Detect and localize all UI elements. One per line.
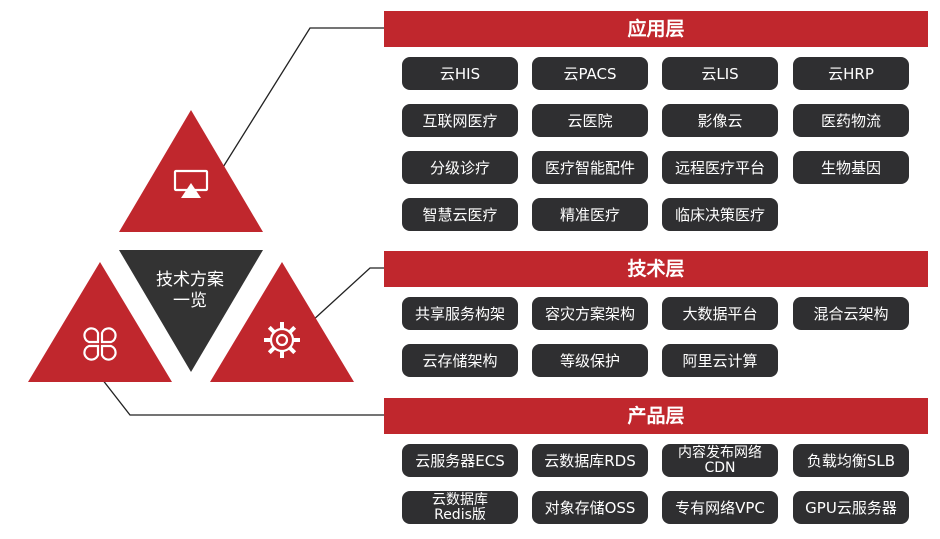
application-layer-item[interactable]: 智慧云医疗 [402,198,518,231]
technology-layer-item[interactable]: 阿里云计算 [662,344,778,377]
gear-icon [264,322,300,358]
technology-layer-header: 技术层 [384,251,928,287]
product-layer-header: 产品层 [384,398,928,434]
connector-tech-layer [298,267,384,334]
product-layer-item[interactable]: 专有网络VPC [662,491,778,524]
center-title-line1: 技术方案 [156,270,224,290]
technology-layer-item[interactable]: 等级保护 [532,344,648,377]
application-layer-item[interactable]: 分级诊疗 [402,151,518,184]
application-layer-item[interactable]: 云医院 [532,104,648,137]
application-layer-item[interactable]: 远程医疗平台 [662,151,778,184]
application-layer-item[interactable]: 云HRP [793,57,909,90]
product-layer-item[interactable]: 云服务器ECS [402,444,518,477]
center-title: 技术方案 一览 [130,270,250,312]
technology-layer-item[interactable]: 共享服务构架 [402,297,518,330]
center-title-line2: 一览 [173,291,207,311]
application-layer-header: 应用层 [384,11,928,47]
application-layer-item[interactable]: 医疗智能配件 [532,151,648,184]
application-layer-item[interactable]: 云HIS [402,57,518,90]
application-layer-item[interactable]: 云PACS [532,57,648,90]
application-layer-item[interactable]: 医药物流 [793,104,909,137]
connector-product-layer [93,368,384,416]
application-layer-item[interactable]: 临床决策医疗 [662,198,778,231]
product-layer-item[interactable]: 云数据库 Redis版 [402,491,518,524]
product-layer-item[interactable]: 云数据库RDS [532,444,648,477]
screen-share-icon [173,169,209,198]
application-layer-item[interactable]: 互联网医疗 [402,104,518,137]
application-layer-item[interactable]: 生物基因 [793,151,909,184]
technology-layer-item[interactable]: 容灾方案架构 [532,297,648,330]
center-dark-triangle [119,250,263,372]
application-layer-item[interactable]: 影像云 [662,104,778,137]
technology-layer-item[interactable]: 大数据平台 [662,297,778,330]
clover-icon [83,327,117,361]
application-layer-item[interactable]: 云LIS [662,57,778,90]
left-red-triangle [28,262,172,382]
connector-app-layer [213,27,384,182]
product-layer-item[interactable]: 负载均衡SLB [793,444,909,477]
application-layer-item[interactable]: 精准医疗 [532,198,648,231]
product-layer-item[interactable]: 对象存储OSS [532,491,648,524]
product-layer-item[interactable]: 内容发布网络 CDN [662,444,778,477]
technology-layer-item[interactable]: 混合云架构 [793,297,909,330]
technology-layer-item[interactable]: 云存储架构 [402,344,518,377]
product-layer-item[interactable]: GPU云服务器 [793,491,909,524]
